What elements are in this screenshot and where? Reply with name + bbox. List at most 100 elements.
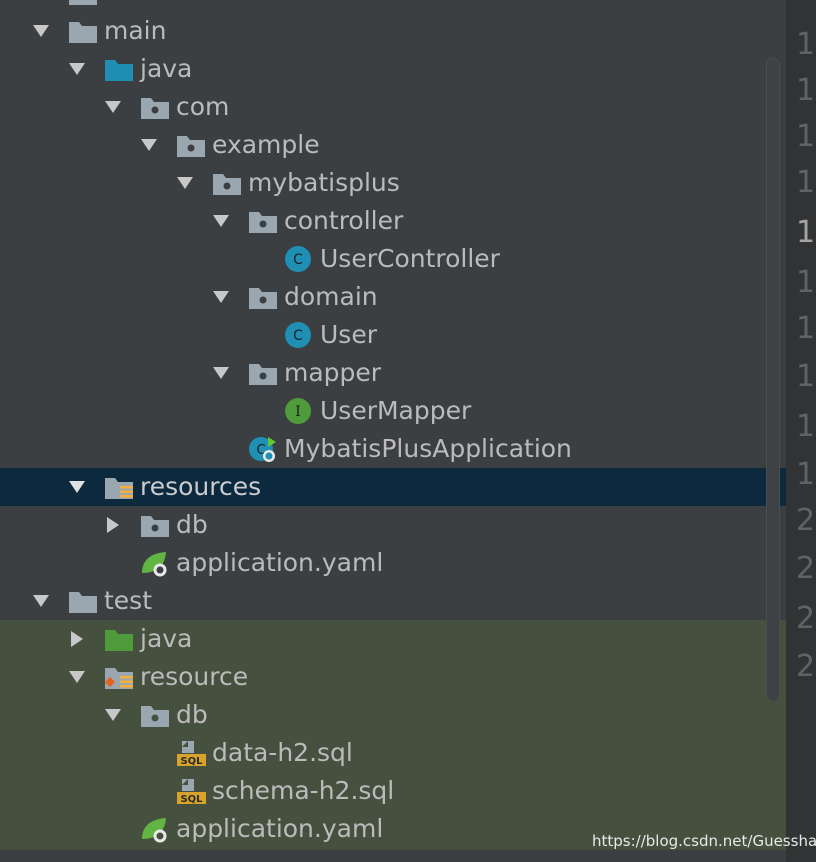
chevron-down-icon[interactable]	[65, 50, 89, 88]
folder-icon	[68, 0, 98, 7]
tree-label: main	[104, 16, 167, 45]
tree-row-mybatisplus[interactable]: mybatisplus	[0, 164, 786, 202]
line-number: 2	[796, 503, 816, 538]
tree-row-schema-h2-sql[interactable]: SQL schema-h2.sql	[0, 772, 786, 810]
sql-file-icon: SQL	[176, 739, 206, 767]
chevron-down-icon[interactable]	[209, 354, 233, 392]
source-folder-icon	[104, 55, 134, 83]
tree-label: mybatisplus	[248, 168, 400, 197]
tree-label: User	[320, 320, 377, 349]
svg-text:SQL: SQL	[180, 794, 203, 805]
chevron-right-icon[interactable]	[101, 506, 125, 544]
chevron-down-icon[interactable]	[173, 164, 197, 202]
line-number: 1	[796, 359, 816, 394]
chevron-right-icon[interactable]	[65, 620, 89, 658]
chevron-down-icon[interactable]	[209, 278, 233, 316]
chevron-down-icon[interactable]	[101, 88, 125, 126]
tree-row-usercontroller[interactable]: C UserController	[0, 240, 786, 278]
test-source-folder-icon	[104, 625, 134, 653]
tree-row-application-yaml-test[interactable]: application.yaml	[0, 810, 786, 848]
line-number: 1	[796, 265, 816, 300]
package-icon	[248, 283, 278, 311]
package-icon	[140, 511, 170, 539]
folder-icon	[68, 17, 98, 45]
tree-row-java-test[interactable]: java	[0, 620, 786, 658]
package-icon	[140, 701, 170, 729]
chevron-down-icon[interactable]	[101, 696, 125, 734]
tree-label: mapper	[284, 358, 382, 387]
tree-row-controller[interactable]: controller	[0, 202, 786, 240]
tree-label: schema-h2.sql	[212, 776, 395, 805]
svg-text:C: C	[256, 443, 265, 458]
sql-file-icon: SQL	[176, 777, 206, 805]
svg-text:I: I	[295, 404, 301, 420]
chevron-down-icon[interactable]	[137, 126, 161, 164]
chevron-down-icon[interactable]	[65, 658, 89, 696]
tree-row-src-clipped[interactable]	[0, 0, 786, 12]
package-icon	[248, 359, 278, 387]
tree-row-usermapper[interactable]: I UserMapper	[0, 392, 786, 430]
tree-row-main[interactable]: main	[0, 12, 786, 50]
chevron-down-icon[interactable]	[29, 582, 53, 620]
chevron-down-icon[interactable]	[209, 202, 233, 240]
tree-row-db-test[interactable]: db	[0, 696, 786, 734]
tree-row-data-h2-sql[interactable]: SQL data-h2.sql	[0, 734, 786, 772]
tree-row-resources-selected[interactable]: resources	[0, 468, 786, 506]
tree-label: application.yaml	[176, 548, 384, 577]
line-number: 2	[796, 551, 816, 586]
tree-label: UserMapper	[320, 396, 472, 425]
tree-row-application-yaml-main[interactable]: application.yaml	[0, 544, 786, 582]
tree-label: resources	[140, 472, 262, 501]
class-icon: C	[284, 321, 314, 349]
line-number: 1	[796, 165, 816, 200]
tree-row-mapper[interactable]: mapper	[0, 354, 786, 392]
line-number: 1	[796, 119, 816, 154]
tree-row-com[interactable]: com	[0, 88, 786, 126]
tree-row-resource-test[interactable]: resource	[0, 658, 786, 696]
tree-label: example	[212, 130, 320, 159]
tree-label: domain	[284, 282, 378, 311]
next-row-clipped	[0, 850, 786, 862]
tree-row-domain[interactable]: domain	[0, 278, 786, 316]
line-number: 1	[796, 457, 816, 492]
svg-text:C: C	[293, 252, 303, 268]
tree-label: MybatisPlusApplication	[284, 434, 572, 463]
folder-icon	[68, 587, 98, 615]
tree-label: java	[140, 624, 193, 653]
package-icon	[140, 93, 170, 121]
svg-text:C: C	[293, 328, 303, 344]
tree-label: com	[176, 92, 230, 121]
tree-row-test[interactable]: test	[0, 582, 786, 620]
line-number-current: 1	[796, 215, 816, 250]
test-sources-highlight	[0, 620, 786, 862]
line-number: 1	[796, 27, 816, 62]
tree-row-java-main[interactable]: java	[0, 50, 786, 88]
project-tree: main java com example	[0, 0, 786, 862]
resources-folder-icon	[104, 473, 134, 501]
tree-label: data-h2.sql	[212, 738, 353, 767]
spring-yaml-icon	[140, 815, 170, 843]
package-icon	[212, 169, 242, 197]
vertical-scrollbar[interactable]	[766, 58, 780, 702]
tree-label: controller	[284, 206, 404, 235]
spring-yaml-icon	[140, 549, 170, 577]
chevron-down-icon[interactable]	[29, 12, 53, 50]
tree-row-db-main[interactable]: db	[0, 506, 786, 544]
tree-label: resource	[140, 662, 249, 691]
tree-row-example[interactable]: example	[0, 126, 786, 164]
tree-label: java	[140, 54, 193, 83]
chevron-down-icon[interactable]	[65, 468, 89, 506]
editor-gutter: 1 1 1 1 1 1 1 1 1 1 2 2 2 2	[786, 0, 816, 862]
line-number: 1	[796, 73, 816, 108]
tree-label: db	[176, 700, 208, 729]
tree-row-mybatisplusapplication[interactable]: C MybatisPlusApplication	[0, 430, 786, 468]
line-number: 1	[796, 409, 816, 444]
class-icon: C	[284, 245, 314, 273]
line-number: 1	[796, 311, 816, 346]
package-icon	[176, 131, 206, 159]
tree-row-user[interactable]: C User	[0, 316, 786, 354]
test-resources-folder-icon	[104, 663, 134, 691]
line-number: 2	[796, 649, 816, 684]
tree-label: test	[104, 586, 153, 615]
svg-text:SQL: SQL	[180, 756, 203, 767]
